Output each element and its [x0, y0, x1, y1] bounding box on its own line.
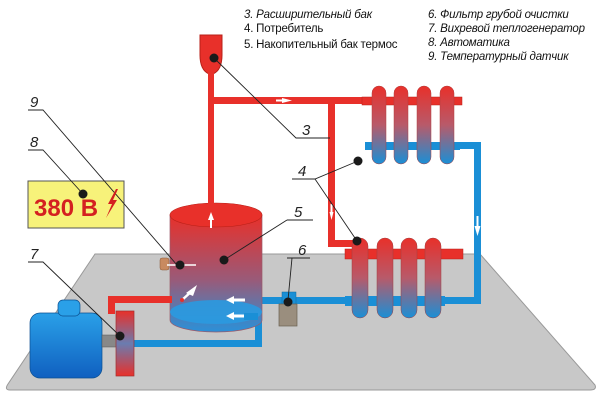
legend-item: 9. Температурный датчик: [428, 51, 569, 63]
legend-item: 8. Автоматика: [428, 37, 510, 49]
callout-6: 6: [298, 242, 307, 259]
vortex-heat-generator: [115, 310, 135, 377]
callout-9: 9: [30, 94, 39, 111]
voltage-sign: [27, 180, 125, 229]
legend-item: 4. Потребитель: [244, 23, 324, 35]
legend-item: 5. Накопительный бак термос: [244, 39, 398, 51]
callout-dots: [78, 53, 363, 341]
cold-pipe: [130, 297, 350, 347]
callout-7: 7: [30, 246, 39, 263]
storage-tank: [169, 170, 263, 333]
legend-item: 7. Вихревой теплогенератор: [428, 23, 585, 35]
legend-item: 6. Фильтр грубой очистки: [428, 9, 569, 21]
flow-arrow: [282, 98, 292, 103]
flow-arrow: [329, 212, 334, 220]
floor-platform: [5, 253, 596, 391]
callout-8: 8: [30, 134, 39, 151]
callout-4: 4: [298, 163, 306, 180]
legend-right: 6. Фильтр грубой очистки 7. Вихревой теп…: [428, 8, 585, 64]
flow-arrow: [226, 312, 234, 320]
voltage-text: 380 В: [34, 195, 98, 222]
legend-left: 3. Расширительный бак 4. Потребитель 5. …: [244, 8, 398, 52]
upper-radiator: [361, 85, 463, 165]
callout-3: 3: [302, 122, 311, 139]
legend-item: 3. Расширительный бак: [244, 9, 372, 21]
lightning-icon: [106, 189, 118, 218]
flow-arrow: [208, 212, 214, 220]
leader-lines: [28, 57, 359, 337]
flow-arrow: [474, 226, 481, 236]
electric-motor: [29, 299, 119, 379]
callout-5: 5: [294, 204, 303, 221]
lower-radiator: [344, 237, 464, 319]
flow-arrow: [226, 296, 234, 304]
hot-pipe-generator: [108, 296, 172, 314]
expansion-tank: [199, 34, 223, 212]
